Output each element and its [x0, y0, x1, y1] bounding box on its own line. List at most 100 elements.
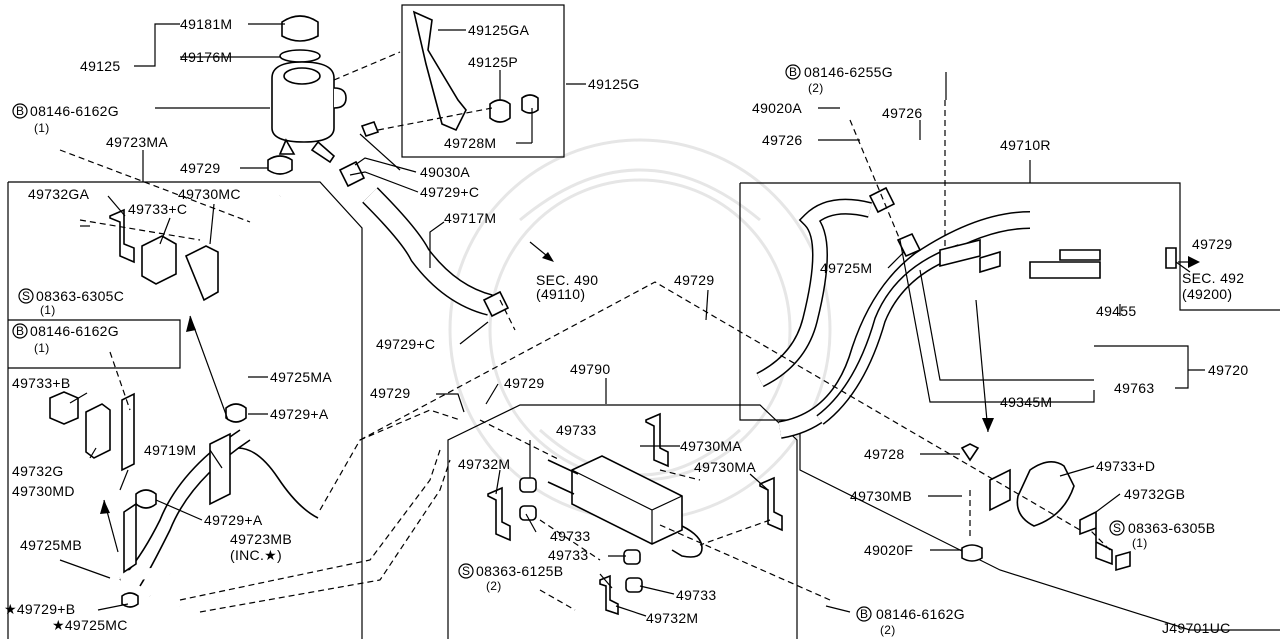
- label-08363-6305B: 08363-6305B: [1128, 520, 1215, 536]
- label-49730MA-2: 49730MA: [694, 459, 756, 475]
- label-49723MA: 49723MA: [106, 134, 168, 150]
- label-49730MD: 49730MD: [12, 483, 75, 499]
- clamp-49729: [267, 155, 293, 175]
- frames: [7, 4, 1280, 639]
- label-49733-c: 49733: [548, 547, 588, 563]
- label-49733-b: 49733: [550, 528, 590, 544]
- label-08146-6162G-b: 08146-6162G: [30, 323, 119, 339]
- label-49733B: 49733+B: [12, 375, 71, 391]
- clamp-49729c-2: [482, 290, 510, 318]
- screw-symbol-icon: [18, 288, 34, 304]
- label-49733-a: 49733: [556, 422, 596, 438]
- label-49733D: 49733+D: [1096, 458, 1155, 474]
- leader-lines: [59, 23, 1205, 617]
- label-49726-b: 49726: [762, 132, 802, 148]
- label-08146-6162G-a: 08146-6162G: [30, 103, 119, 119]
- label-49790: 49790: [570, 361, 610, 377]
- screw-symbol-icon: [458, 563, 474, 579]
- label-49732GA: 49732GA: [28, 186, 90, 202]
- screw-symbol-letter-2: S: [462, 564, 470, 578]
- label-49030A: 49030A: [420, 164, 470, 180]
- label-49730MB: 49730MB: [850, 488, 912, 504]
- part-labels: 49181M 49176M 49125 08146-6162G (1) 4972…: [4, 16, 1248, 637]
- label-49455: 49455: [1096, 303, 1136, 319]
- oil-cooler-49790: [487, 412, 783, 616]
- label-49729-c: 49729: [370, 385, 410, 401]
- label-49726-a: 49726: [882, 105, 922, 121]
- label-49732M-2: 49732M: [646, 610, 698, 626]
- label-sec490: SEC. 490: [536, 272, 598, 288]
- label-sec492: SEC. 492: [1182, 270, 1244, 286]
- bolt-symbol-icon: [785, 64, 801, 80]
- label-49729B: ★49729+B: [4, 601, 75, 617]
- label-49728: 49728: [864, 446, 904, 462]
- label-08146-6162G-c: 08146-6162G: [876, 606, 965, 622]
- screw-symbol-letter-1: S: [22, 289, 30, 303]
- label-49710R: 49710R: [1000, 137, 1051, 153]
- label-49725M: 49725M: [820, 260, 872, 276]
- label-49125GA: 49125GA: [468, 22, 530, 38]
- label-49730MC: 49730MC: [178, 186, 241, 202]
- label-qty-c: (1): [34, 341, 50, 355]
- label-qty-g: (1): [1132, 536, 1148, 550]
- label-sec492-sub: (49200): [1182, 286, 1232, 302]
- label-49732GB: 49732GB: [1124, 486, 1185, 502]
- label-49125G: 49125G: [588, 76, 640, 92]
- label-49729C-1: 49729+C: [420, 184, 479, 200]
- label-49729-e: 49729: [1192, 236, 1232, 252]
- label-49725MB: 49725MB: [20, 537, 82, 553]
- reservoir-49125: [271, 15, 347, 164]
- label-qty-e: (2): [880, 623, 896, 637]
- dashed-lines: [59, 51, 1111, 613]
- label-49719M: 49719M: [144, 442, 196, 458]
- return-tubes-49723MB: [118, 403, 319, 612]
- label-49717M: 49717M: [444, 210, 496, 226]
- label-49176M: 49176M: [180, 49, 232, 65]
- label-49729C-2: 49729+C: [376, 336, 435, 352]
- label-49729-d: 49729: [504, 375, 544, 391]
- fastener-symbols: B B B B S S S: [12, 64, 1125, 622]
- label-49729A-1: 49729+A: [270, 406, 329, 422]
- label-49720: 49720: [1208, 362, 1248, 378]
- label-08363-6305C: 08363-6305C: [36, 288, 124, 304]
- label-49725MA: 49725MA: [270, 369, 332, 385]
- label-inc-star: (INC.★): [230, 547, 282, 563]
- label-sec490-sub: (49110): [536, 286, 585, 302]
- right-brackets: [960, 443, 1131, 572]
- bolt-symbol-icon: [12, 323, 28, 339]
- hose-assembly-49710R: [756, 186, 1177, 439]
- bolt-symbol-letter-2: B: [16, 324, 24, 338]
- label-49020A: 49020A: [752, 100, 802, 116]
- diagram-id: J49701UC: [1162, 620, 1231, 636]
- label-qty-b: (1): [40, 303, 56, 317]
- label-49729-b: 49729: [674, 272, 714, 288]
- bracket-49125GA: [360, 10, 539, 137]
- label-qty-d: (2): [486, 579, 502, 593]
- label-qty-f: (2): [808, 81, 824, 95]
- bolt-symbol-icon: [856, 606, 872, 622]
- label-49732M-1: 49732M: [458, 456, 510, 472]
- screw-symbol-letter-3: S: [1113, 521, 1121, 535]
- label-49729-a: 49729: [180, 160, 220, 176]
- label-qty-a: (1): [34, 121, 50, 135]
- label-49733-d: 49733: [676, 587, 716, 603]
- label-49733C: 49733+C: [128, 201, 187, 217]
- arrows: [100, 241, 1200, 553]
- bolt-symbol-icon: [12, 103, 28, 119]
- label-08146-6255G: 08146-6255G: [804, 64, 893, 80]
- label-49732G: 49732G: [12, 463, 64, 479]
- bolt-symbol-letter-3: B: [789, 65, 797, 79]
- label-49729A-2: 49729+A: [204, 512, 263, 528]
- hose-49717M-inner: [363, 188, 493, 315]
- label-49345M: 49345M: [1000, 394, 1052, 410]
- label-49725MC: ★49725MC: [52, 617, 128, 633]
- bolt-symbol-letter-4: B: [860, 607, 868, 621]
- label-49125: 49125: [80, 58, 120, 74]
- label-49763: 49763: [1114, 380, 1154, 396]
- hose-49725MA-inner: [236, 193, 283, 408]
- label-08363-6125B: 08363-6125B: [476, 563, 563, 579]
- label-49723MB: 49723MB: [230, 531, 292, 547]
- label-49730MA-1: 49730MA: [680, 438, 742, 454]
- left-brackets: [49, 208, 219, 472]
